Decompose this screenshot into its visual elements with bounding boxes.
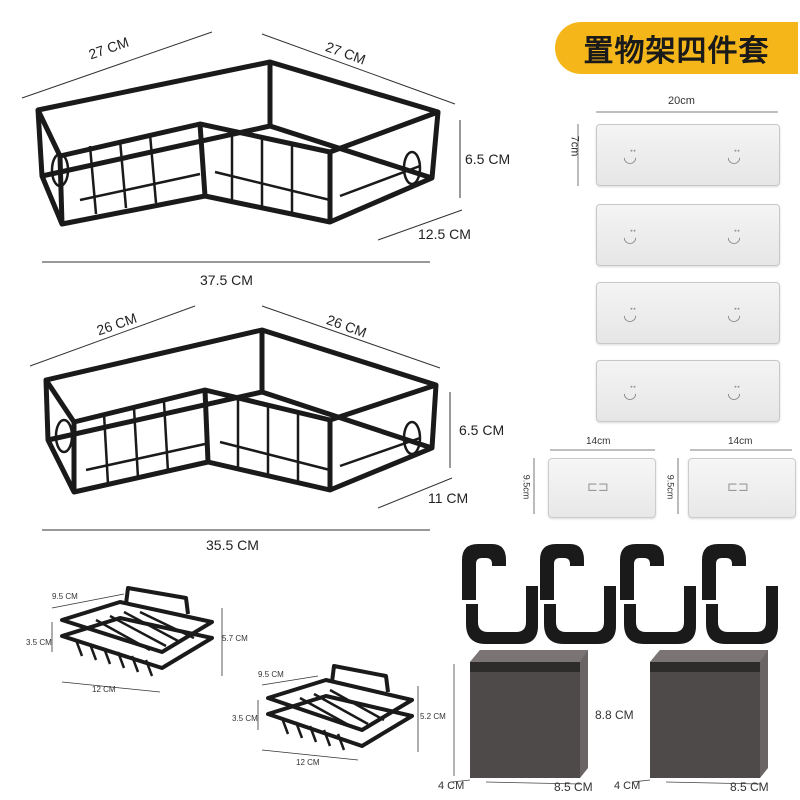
cup-2-width: 8.5 CM [730,780,769,794]
soap-dish-2-height: 5.2 CM [420,712,446,721]
adhesive-hook-plate: ◡̈ ◡̈ [596,360,780,422]
hooks-small-2-height: 9.5cm [665,474,676,500]
soap-dish-1-height: 5.7 CM [222,634,248,643]
soap-dish-1-depth: 9.5 CM [52,592,78,601]
small-adhesive-plate: ⊏⊐ [688,458,796,518]
hooks-small-2-width: 14cm [728,436,753,447]
rack-top-height: 6.5 CM [465,151,511,167]
hook-icon: ⊏⊐ [727,479,749,494]
rack-top-width: 37.5 CM [200,272,253,288]
hook-icon: ◡̈ [623,385,637,402]
hook-icon: ◡̈ [727,385,741,402]
cup-1-height: 8.8 CM [595,708,634,722]
rack-bottom-width: 35.5 CM [206,537,259,553]
rack-bottom-side: 11 CM [428,490,469,506]
adhesive-hook-plate: ◡̈ ◡̈ [596,124,780,186]
soap-dish-2-side: 3.5 CM [232,714,258,723]
hook-icon: ◡̈ [727,149,741,166]
cup-1-width: 8.5 CM [554,780,593,794]
hooks-small-1-width: 14cm [586,436,611,447]
hook-icon: ◡̈ [623,307,637,324]
hook-icon: ◡̈ [727,229,741,246]
small-adhesive-plate: ⊏⊐ [548,458,656,518]
hook-icon: ⊏⊐ [587,479,609,494]
hooks-large-width: 20cm [668,95,695,107]
cup-1-depth: 4 CM [438,780,465,792]
soap-dish-1-side: 3.5 CM [26,638,52,647]
cup-2-depth: 4 CM [614,780,641,792]
soap-dish-1-length: 12 CM [92,685,116,694]
hook-icon: ◡̈ [623,149,637,166]
soap-dish-2-length: 12 CM [296,758,320,767]
product-title: 置物架四件套 [583,34,770,69]
hook-icon: ◡̈ [623,229,637,246]
hooks-large-height: 7cm [568,135,581,157]
soap-dish-2-depth: 9.5 CM [258,670,284,679]
product-title-banner: 置物架四件套 [555,22,798,74]
adhesive-hook-plate: ◡̈ ◡̈ [596,204,780,266]
hooks-small-1-height: 9.5cm [521,474,532,500]
adhesive-hook-plate: ◡̈ ◡̈ [596,282,780,344]
hook-icon: ◡̈ [727,307,741,324]
rack-top-side: 12.5 CM [418,226,471,242]
rack-bottom-height: 6.5 CM [459,422,505,438]
